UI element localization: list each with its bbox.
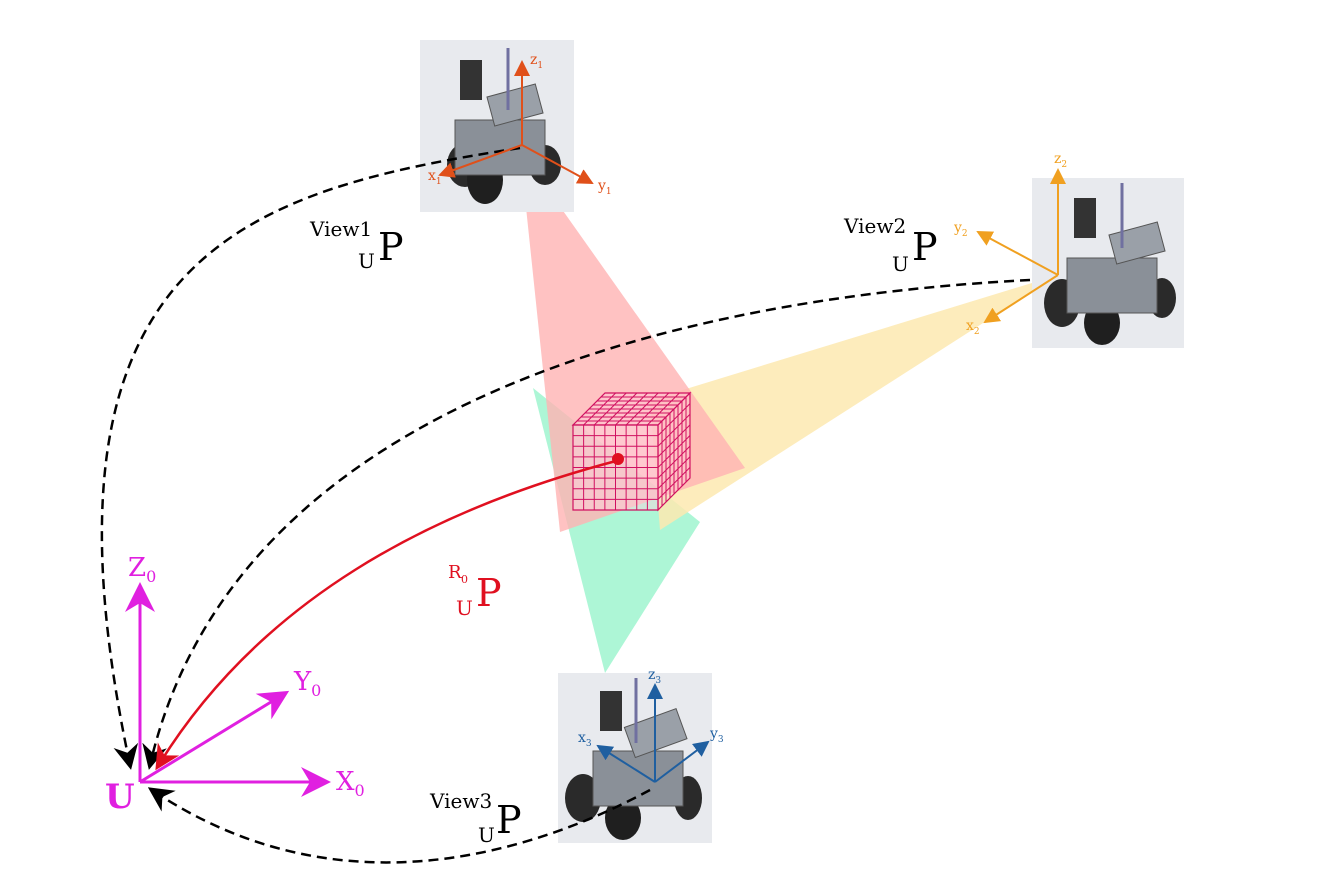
label-view2: View2 U P — [843, 214, 938, 276]
svg-text:x3: x3 — [578, 730, 592, 749]
world-frame: U Z0 X0 Y0 — [105, 553, 365, 817]
label-view1: View1 U P — [309, 217, 404, 273]
world-axis-y — [139, 690, 290, 784]
svg-text:y3: y3 — [709, 726, 724, 745]
world-axis-x-label: X0 — [336, 767, 365, 800]
voxel-grid-cube — [571, 391, 692, 512]
svg-text:View3: View3 — [429, 789, 492, 813]
svg-text:x1: x1 — [428, 168, 442, 187]
robot-view1 — [420, 40, 574, 212]
svg-text:x2: x2 — [966, 318, 980, 337]
world-axis-z-label: Z0 — [128, 553, 156, 586]
world-axis-y-label: Y0 — [293, 667, 321, 700]
svg-text:U: U — [358, 249, 375, 273]
world-origin-label: U — [105, 777, 135, 817]
target-point — [612, 453, 624, 465]
svg-text:R: R — [448, 562, 462, 583]
svg-text:U: U — [456, 596, 473, 620]
svg-text:P: P — [912, 225, 938, 269]
svg-text:U: U — [892, 252, 909, 276]
label-target: R 0 U P — [448, 562, 502, 620]
arc-view3 — [147, 787, 651, 864]
svg-text:U: U — [478, 823, 495, 847]
svg-text:0: 0 — [461, 573, 468, 586]
view1-frame: z1 y1 x1 — [428, 52, 612, 197]
svg-text:z3: z3 — [648, 667, 661, 686]
svg-text:y1: y1 — [597, 178, 612, 197]
svg-text:View2: View2 — [843, 214, 906, 238]
svg-text:P: P — [476, 571, 502, 615]
svg-text:P: P — [496, 798, 522, 842]
arc-view1 — [100, 146, 521, 770]
robot-view3 — [558, 673, 712, 843]
view2-frustum — [650, 275, 1058, 530]
arc-target — [155, 459, 617, 771]
svg-text:y2: y2 — [953, 220, 968, 239]
arc-view2 — [142, 278, 1031, 770]
view2-frame: z2 y2 x2 — [953, 151, 1067, 337]
svg-text:z2: z2 — [1054, 151, 1067, 170]
view3-frame: z3 y3 x3 — [578, 667, 724, 783]
label-view3: View3 U P — [429, 789, 522, 847]
robot-view2 — [1032, 178, 1184, 348]
svg-text:P: P — [378, 225, 404, 269]
svg-text:View1: View1 — [309, 217, 372, 241]
svg-text:z1: z1 — [530, 52, 543, 71]
